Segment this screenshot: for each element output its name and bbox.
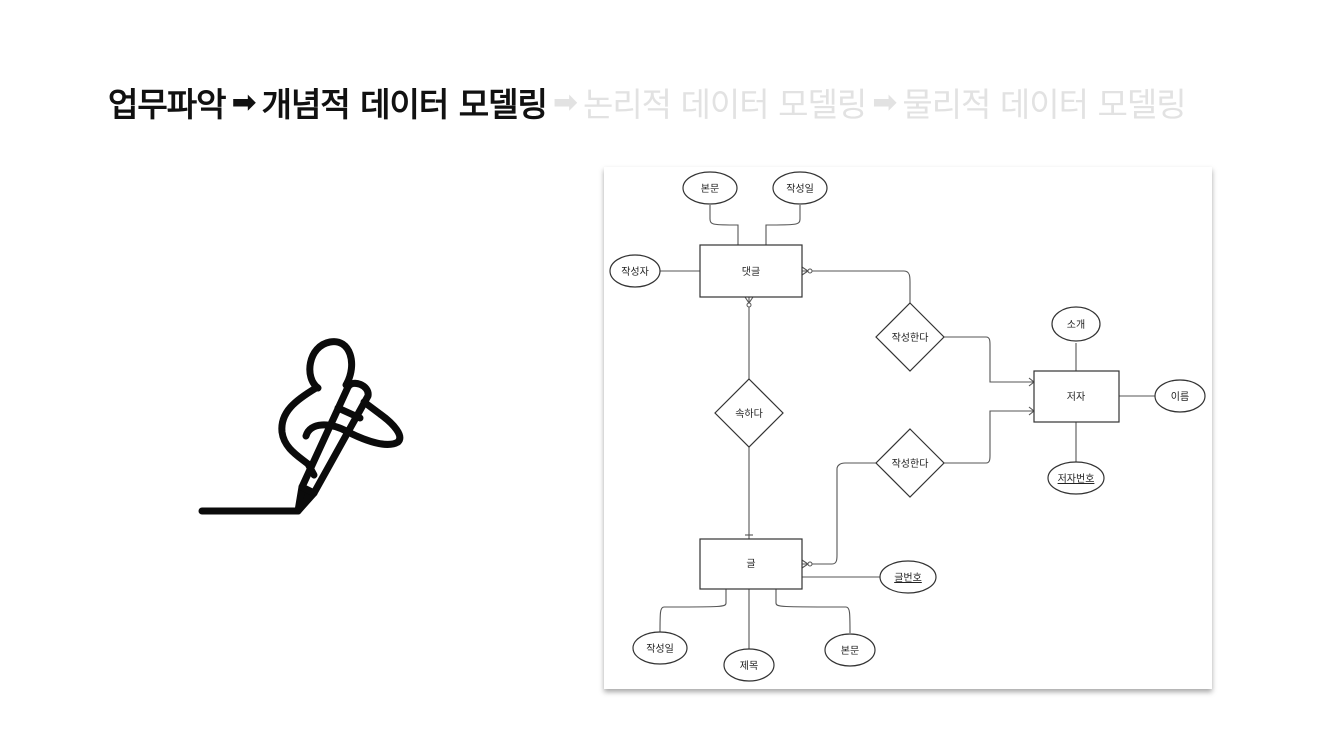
- entity-author-label: 저자: [1067, 391, 1085, 403]
- attr-author-id-label: 저자번호: [1058, 473, 1095, 485]
- relationship-writes-post: [875, 428, 945, 498]
- attr-post-date-label: 작성일: [646, 643, 674, 655]
- attr-post-title-label: 제목: [740, 660, 758, 672]
- relationship-belongs-to-label: 속하다: [735, 407, 763, 420]
- entity-comment-label: 댓글: [742, 266, 760, 278]
- relationship-writes-comment-label: 작성한다: [892, 332, 929, 344]
- entity-post-label: 글: [746, 558, 755, 570]
- step-logical-modeling: 논리적 데이터 모델링: [582, 85, 867, 124]
- attr-author-id: [1047, 461, 1105, 495]
- arrow-right-icon: ➡: [872, 84, 897, 120]
- attr-comment-writer-label: 작성자: [621, 266, 649, 278]
- attr-post-body: [824, 633, 876, 667]
- attr-author-intro: [1051, 306, 1101, 342]
- relationship-belongs-to: [714, 378, 784, 448]
- attr-comment-body-label: 본문: [701, 183, 719, 195]
- relationship-writes-post-label: 작성한다: [892, 458, 929, 470]
- step-business-analysis: 업무파악: [108, 85, 226, 124]
- step-physical-modeling: 물리적 데이터 모델링: [902, 85, 1186, 124]
- attr-comment-writer: [609, 254, 661, 288]
- entity-comment: [699, 244, 803, 298]
- process-heading: 업무파악 ➡ 개념적 데이터 모델링 ➡ 논리적 데이터 모델링 ➡ 물리적 데…: [108, 78, 1187, 126]
- er-diagram: 댓글 저자 글 작성한다 속하다 작성한다 본문 작성일 작성자 소개 이름 저…: [604, 167, 1212, 689]
- attr-post-date: [632, 631, 688, 665]
- attr-comment-date: [772, 171, 828, 205]
- attr-post-id: [879, 560, 937, 594]
- entity-post: [699, 538, 803, 590]
- arrow-right-icon: ➡: [552, 84, 578, 120]
- step-conceptual-modeling: 개념적 데이터 모델링: [261, 85, 548, 124]
- pen-writing-hand-icon: [198, 330, 418, 520]
- attr-author-name-label: 이름: [1171, 391, 1189, 403]
- attr-author-name: [1154, 379, 1206, 413]
- relationship-writes-comment: [875, 302, 945, 372]
- attr-post-body-label: 본문: [841, 645, 859, 657]
- attr-comment-body: [682, 171, 738, 205]
- attr-post-id-label: 글번호: [894, 572, 922, 584]
- attr-post-title: [723, 648, 775, 682]
- attr-author-intro-label: 소개: [1067, 319, 1085, 331]
- attr-comment-date-label: 작성일: [786, 183, 814, 195]
- arrow-right-icon: ➡: [231, 84, 256, 120]
- entity-author: [1033, 370, 1120, 423]
